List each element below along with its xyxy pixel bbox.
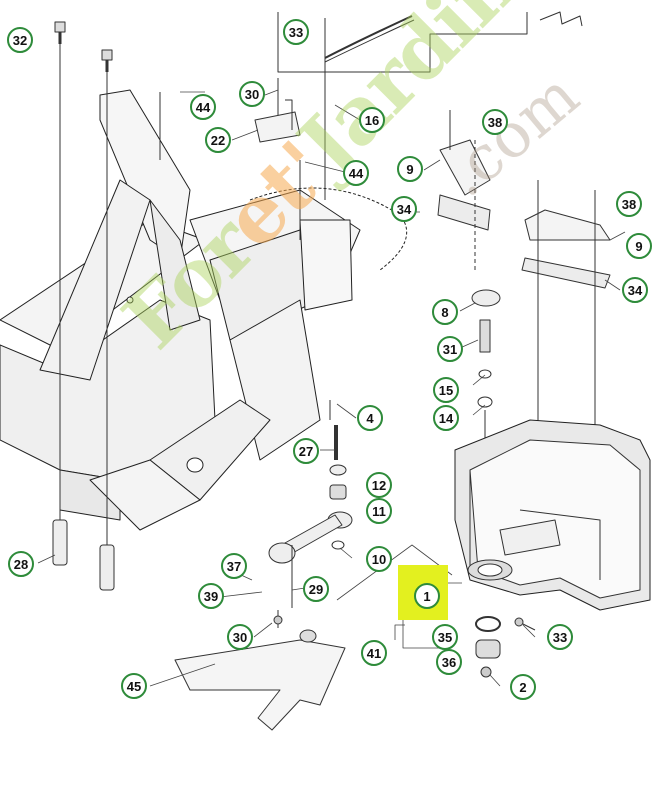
callout-part-12[interactable]: 12 — [366, 472, 392, 498]
main-frame — [0, 89, 408, 531]
callout-part-44[interactable]: 44 — [190, 94, 216, 120]
callout-part-27[interactable]: 27 — [293, 438, 319, 464]
callout-part-36[interactable]: 36 — [436, 649, 462, 675]
callout-part-32[interactable]: 32 — [7, 27, 33, 53]
callout-part-38[interactable]: 38 — [616, 191, 642, 217]
callout-part-31[interactable]: 31 — [437, 336, 463, 362]
callout-part-41[interactable]: 41 — [361, 640, 387, 666]
callout-part-1[interactable]: 1 — [414, 583, 440, 609]
callout-part-33[interactable]: 33 — [283, 19, 309, 45]
callout-part-44[interactable]: 44 — [343, 160, 369, 186]
callout-part-35[interactable]: 35 — [432, 624, 458, 650]
callout-part-11[interactable]: 11 — [366, 498, 392, 524]
inset-frame — [277, 12, 528, 73]
callout-part-33[interactable]: 33 — [547, 624, 573, 650]
callout-part-37[interactable]: 37 — [221, 553, 247, 579]
callout-part-8[interactable]: 8 — [432, 299, 458, 325]
callout-part-34[interactable]: 34 — [391, 196, 417, 222]
callout-part-16[interactable]: 16 — [359, 107, 385, 133]
callout-part-29[interactable]: 29 — [303, 576, 329, 602]
callout-part-9[interactable]: 9 — [397, 156, 423, 182]
callout-part-22[interactable]: 22 — [205, 127, 231, 153]
callout-part-30[interactable]: 30 — [239, 81, 265, 107]
callout-part-2[interactable]: 2 — [510, 674, 536, 700]
callout-part-34[interactable]: 34 — [622, 277, 648, 303]
callout-part-14[interactable]: 14 — [433, 405, 459, 431]
callout-part-9[interactable]: 9 — [626, 233, 652, 259]
callout-part-28[interactable]: 28 — [8, 551, 34, 577]
callout-part-39[interactable]: 39 — [198, 583, 224, 609]
callout-part-15[interactable]: 15 — [433, 377, 459, 403]
callout-part-38[interactable]: 38 — [482, 109, 508, 135]
callout-part-45[interactable]: 45 — [121, 673, 147, 699]
callout-part-30[interactable]: 30 — [227, 624, 253, 650]
callout-part-10[interactable]: 10 — [366, 546, 392, 572]
deck-housing — [454, 419, 651, 611]
callout-part-4[interactable]: 4 — [357, 405, 383, 431]
